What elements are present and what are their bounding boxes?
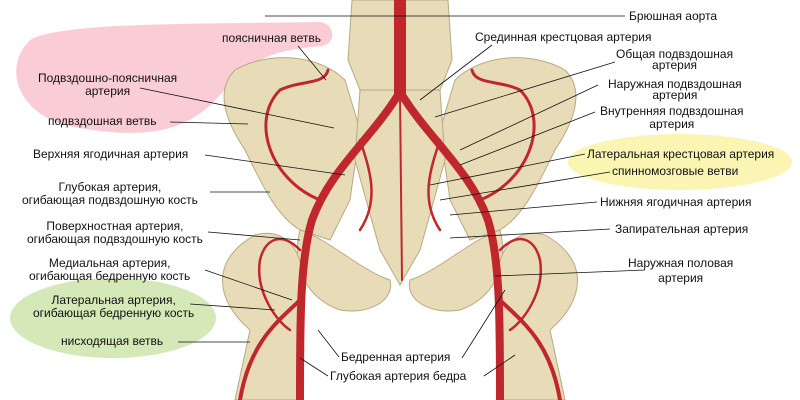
label-line: Медиальная артерия, — [48, 256, 171, 270]
label-line: артерия — [85, 84, 131, 98]
label-line: Наружная подвздошная — [608, 77, 742, 91]
label-descending-branch: нисходящая ветвь — [61, 334, 164, 348]
label-line: артерия — [658, 271, 704, 285]
label-superficial-circumflex-iliac: Поверхностная артерия,огибающая подвздош… — [27, 220, 203, 246]
label-inferior-gluteal-artery: Нижняя ягодичная артерия — [600, 195, 752, 209]
label-superior-gluteal-artery: Верхняя ягодичная артерия — [33, 147, 189, 161]
label-lateral-circumflex-femoral: Латеральная артерия,огибающая бедренную … — [33, 294, 194, 320]
label-line: Внутренняя подвздошная — [600, 104, 744, 118]
left-pubis — [296, 229, 392, 312]
label-line: артерия — [652, 58, 698, 72]
label-line: огибающая подвздошную кость — [27, 232, 203, 246]
label-medial-circumflex-femoral: Медиальная артерия,огибающая бедренную к… — [29, 257, 190, 283]
label-obturator-artery: Запирательная артерия — [615, 222, 749, 236]
left-femur — [222, 232, 304, 400]
label-line: Глубокая артерия, — [58, 180, 162, 194]
label-abdominal-aorta: Брюшная аорта — [629, 9, 718, 23]
label-median-sacral-artery: Срединная крестцовая артерия — [475, 30, 652, 44]
label-line: Наружная половая — [628, 256, 734, 270]
label-line: Латеральная артерия, — [51, 293, 176, 307]
label-line: артерия — [649, 117, 695, 131]
label-line: Общая подвздошная — [616, 47, 734, 61]
label-line: огибающая бедренную кость — [33, 306, 195, 320]
green-highlight — [10, 278, 216, 358]
label-line: Поверхностная артерия, — [46, 219, 184, 233]
label-deep-femoral-artery: Глубокая артерия бедра — [330, 369, 467, 383]
label-deep-circumflex-iliac: Глубокая артерия,огибающая подвздошную к… — [22, 181, 198, 207]
leader-lines — [139, 15, 646, 377]
label-spinal-branches: спинномозговые ветви — [612, 164, 739, 178]
label-line: огибающая подвздошную кость — [22, 193, 198, 207]
label-iliac-branch: подвздошная ветвь — [48, 114, 157, 128]
yellow-highlight — [568, 134, 792, 190]
right-femur — [496, 232, 578, 400]
label-line: Подвздошно-поясничная — [38, 71, 178, 85]
label-line: огибающая бедренную кость — [29, 269, 191, 283]
left-iliac-femoral — [296, 91, 402, 400]
label-lateral-sacral-artery: Латеральная крестцовая артерия — [587, 147, 775, 161]
right-iliac-femoral — [398, 91, 504, 400]
right-pubis — [408, 229, 504, 312]
label-femoral-artery: Бедренная артерия — [341, 350, 451, 364]
label-lumbar-branch: поясничная ветвь — [222, 31, 322, 45]
pelvis-bones — [222, 0, 578, 400]
label-line: артерия — [652, 88, 698, 102]
pink-highlight — [16, 22, 333, 133]
